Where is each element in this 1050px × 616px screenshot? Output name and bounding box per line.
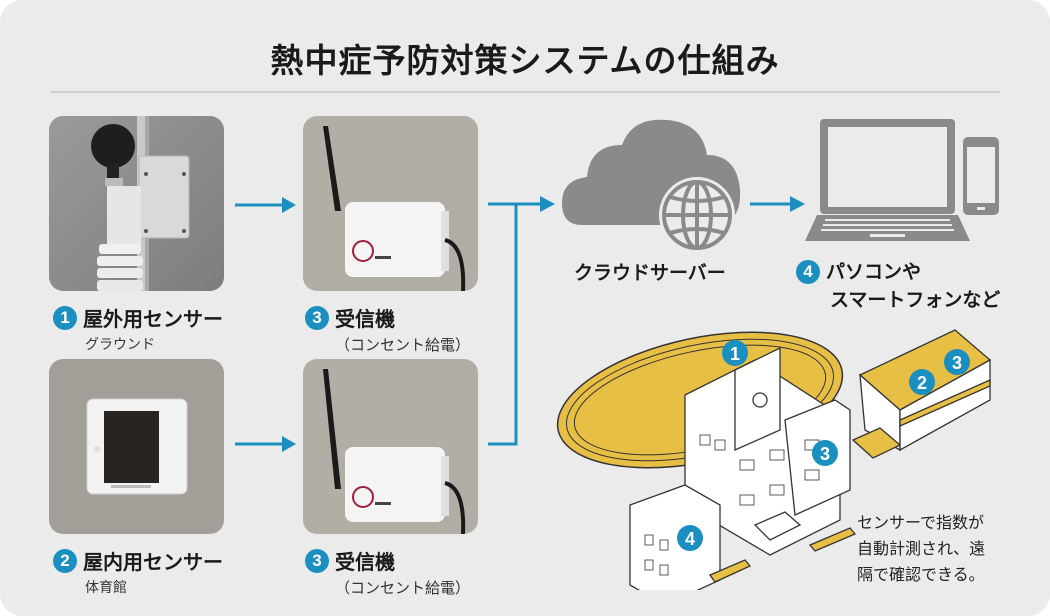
merge-line xyxy=(488,204,518,446)
note-line-2: 自動計測され、遠 xyxy=(857,539,986,558)
marker-receiver-gym: 3 xyxy=(944,349,970,375)
school-building xyxy=(629,346,857,590)
school-illustration: 1 2 3 3 4 xyxy=(556,329,992,590)
sensor-name: 屋内用センサー xyxy=(83,550,223,574)
sensor-location: グラウンド xyxy=(85,337,155,353)
svg-text:3: 3 xyxy=(820,444,830,464)
devices-line1: パソコンや xyxy=(826,261,922,283)
number-badge: 2 xyxy=(53,548,77,573)
sensor-location: 体育館 xyxy=(85,580,127,596)
number-badge: 1 xyxy=(53,305,77,330)
number-badge: 3 xyxy=(305,548,329,573)
number-badge: 3 xyxy=(305,305,329,330)
indoor-sensor-photo xyxy=(49,359,224,534)
cloud-server-icon xyxy=(562,119,741,253)
svg-text:2: 2 xyxy=(917,373,927,393)
marker-indoor-sensor: 2 xyxy=(909,369,935,395)
svg-text:3: 3 xyxy=(952,353,962,373)
marker-devices: 4 xyxy=(677,525,703,551)
number-badge: 4 xyxy=(796,260,820,284)
outdoor-sensor-photo xyxy=(49,116,224,291)
title-divider xyxy=(50,91,1000,93)
receiver-name: 受信機 xyxy=(335,307,395,331)
page-title: 熱中症予防対策システムの仕組み xyxy=(270,41,780,80)
smartphone-icon xyxy=(963,137,999,215)
sensor-name: 屋外用センサー xyxy=(83,307,223,331)
devices-line2: スマートフォンなど xyxy=(830,289,1001,311)
globe-icon xyxy=(662,180,732,250)
cloud-server-label: クラウドサーバー xyxy=(574,262,726,284)
marker-receiver-school: 3 xyxy=(812,440,838,466)
receiver-name: 受信機 xyxy=(335,550,395,574)
svg-text:1: 1 xyxy=(730,344,740,364)
receiver-power-note: （コンセント給電） xyxy=(335,579,471,597)
receiver-power-note: （コンセント給電） xyxy=(335,336,471,354)
svg-text:4: 4 xyxy=(685,529,695,549)
receiver-photo-1 xyxy=(303,116,478,291)
marker-outdoor-sensor: 1 xyxy=(722,340,748,366)
explanation-note: センサーで指数が 自動計測され、遠 隔で確認できる。 xyxy=(857,510,985,588)
note-line-1: センサーで指数が xyxy=(857,513,985,532)
laptop-smartphone-icon xyxy=(805,119,999,241)
receiver-photo-2 xyxy=(303,359,478,534)
devices-label: 4 パソコンや スマートフォンなど xyxy=(796,258,1000,314)
note-line-3: 隔で確認できる。 xyxy=(857,565,985,584)
laptop-icon xyxy=(805,119,970,241)
location-markers: 1 2 3 3 4 xyxy=(677,340,970,551)
